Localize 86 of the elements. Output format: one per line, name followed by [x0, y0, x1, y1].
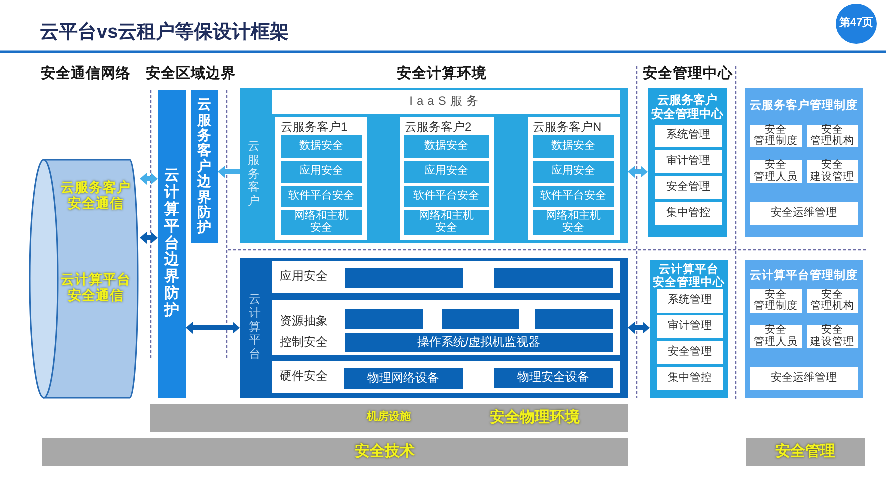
module-box: 网络和主机安全	[404, 210, 489, 235]
double-arrow	[186, 322, 240, 334]
zone-panel	[240, 88, 628, 243]
module-box: 安全管理机构	[807, 125, 858, 147]
module-box	[494, 268, 613, 288]
slide-title: 云平台vs云租户等保设计框架	[40, 23, 290, 44]
module-box: 操作系统/虚拟机监视器	[345, 333, 613, 352]
service-band: IaaS服务	[272, 90, 620, 114]
column-heading: 安全管理中心	[643, 66, 733, 84]
boundary-bar: 云服务客户边界防护	[191, 90, 218, 243]
tenant-panel	[528, 117, 620, 240]
boundary-bar: 云计算平台边界防护	[158, 90, 186, 398]
row-label: 资源抽象控制安全	[280, 313, 329, 351]
column-heading: 安全计算环境	[397, 66, 487, 84]
module-box	[442, 309, 519, 329]
module-box: 应用安全	[281, 161, 362, 183]
panel-title: 云服务客户管理制度	[749, 100, 859, 114]
management-panel	[648, 88, 727, 237]
module-box: 安全建设管理	[807, 325, 858, 348]
row-label: 硬件安全	[280, 370, 328, 384]
module-box: 审计管理	[657, 315, 723, 338]
module-box: 数据安全	[281, 135, 362, 158]
cylinder-label: 云服务客户安全通信	[60, 180, 132, 212]
module-box: 应用安全	[404, 161, 489, 183]
column-heading: 安全通信网络	[41, 66, 131, 84]
category-bar	[42, 438, 628, 466]
module-box	[345, 309, 423, 329]
module-box: 软件平台安全	[404, 186, 489, 207]
panel-title: 云服务客户2	[405, 121, 472, 135]
module-box: 数据安全	[404, 135, 489, 158]
module-box: 数据安全	[533, 135, 614, 158]
module-box	[345, 268, 463, 288]
policy-panel	[745, 88, 863, 237]
zone-panel	[240, 258, 628, 398]
tenant-panel	[400, 117, 494, 240]
category-bar	[150, 404, 628, 432]
panel-title: 云服务客户安全管理中心	[650, 93, 725, 121]
bar-label: 安全技术	[355, 443, 415, 460]
double-arrow	[140, 173, 158, 185]
policy-panel	[745, 260, 863, 398]
module-box: 安全管理	[657, 341, 723, 364]
module-box: 安全运维管理	[750, 202, 858, 225]
module-box: 安全管理人员	[750, 325, 802, 348]
cylinder-label: 云计算平台安全通信	[60, 272, 132, 304]
module-box: 集中管控	[655, 202, 722, 225]
module-box: 安全管理机构	[807, 289, 858, 313]
storage-cylinder	[28, 158, 140, 400]
bar-label: 机房设施	[367, 411, 411, 424]
module-box: 软件平台安全	[533, 186, 614, 207]
panel-title: 云服务客户N	[533, 121, 602, 135]
module-box: 网络和主机安全	[533, 210, 614, 235]
column-heading: 安全区域边界	[146, 66, 236, 84]
module-box: 安全管理人员	[750, 160, 802, 183]
layer-row	[272, 361, 620, 393]
zone-label: 云计算平台	[249, 293, 262, 362]
module-box: 审计管理	[655, 150, 722, 173]
management-panel	[650, 260, 728, 398]
double-arrow	[628, 166, 648, 178]
module-box: 物理网络设备	[344, 368, 463, 389]
module-box: 安全管理制度	[750, 125, 802, 147]
category-bar: 安全管理	[746, 438, 865, 466]
arrow	[218, 166, 240, 178]
panel-title: 云计算平台安全管理中心	[652, 264, 726, 289]
module-box: 软件平台安全	[281, 186, 362, 207]
module-box: 安全管理	[655, 176, 722, 199]
zone-label: 云服务客户	[248, 140, 261, 209]
module-box	[535, 309, 613, 329]
module-box: 物理安全设备	[494, 368, 613, 388]
double-arrow	[140, 232, 158, 244]
module-box: 集中管控	[657, 367, 723, 390]
tenant-panel	[275, 117, 367, 240]
bar-label: 安全物理环境	[490, 409, 580, 426]
row-label: 应用安全	[280, 270, 328, 284]
module-box: 安全建设管理	[807, 160, 858, 183]
module-box: 系统管理	[657, 289, 723, 313]
double-arrow	[628, 322, 650, 334]
module-box: 网络和主机安全	[281, 210, 362, 235]
panel-title: 云服务客户1	[281, 121, 348, 135]
page-badge: 第47页	[836, 4, 877, 44]
layer-row	[272, 261, 620, 293]
layer-row	[272, 300, 620, 355]
module-box: 安全运维管理	[750, 367, 858, 390]
module-box: 安全管理制度	[750, 289, 802, 313]
module-box: 系统管理	[655, 125, 722, 147]
module-box: 应用安全	[533, 161, 614, 183]
panel-title: 云计算平台管理制度	[749, 270, 859, 284]
